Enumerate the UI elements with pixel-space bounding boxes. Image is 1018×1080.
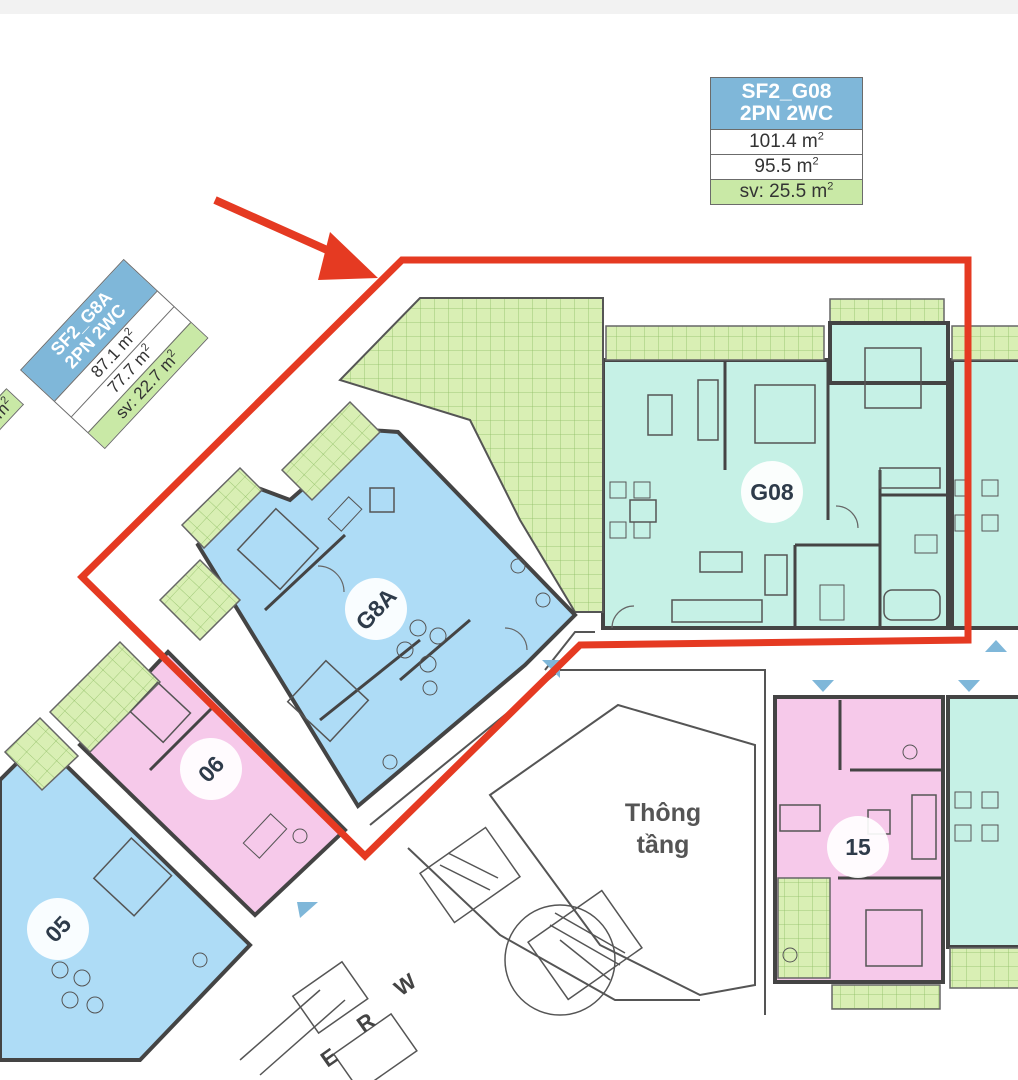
- void-area: [488, 703, 756, 997]
- card-header-g08: SF2_G08 2PN 2WC: [711, 78, 862, 130]
- unit-05[interactable]: [0, 716, 253, 1062]
- balcony-g8a: [280, 400, 382, 502]
- highlight-outline: [77, 256, 972, 861]
- terrace-g8a: [338, 297, 604, 613]
- unit-label-g08[interactable]: G08: [741, 461, 803, 523]
- unit-type-g08: 2PN 2WC: [739, 102, 834, 126]
- pointer-arrow-head: [318, 232, 378, 280]
- unit-right-lower: [946, 695, 1018, 989]
- balcony-g08-a: [605, 325, 825, 361]
- unit-right-partial: [950, 325, 1018, 630]
- pointer-arrow: [213, 196, 347, 262]
- unit-g08[interactable]: [601, 298, 950, 630]
- info-card-g08: SF2_G08 2PN 2WC 101.4 m2 95.5 m2 sv: 25.…: [710, 77, 863, 206]
- void-label-line2: tầng: [636, 831, 690, 859]
- area-balcony-g08: sv: 25.5 m2: [711, 179, 862, 205]
- balcony-g08-b: [829, 298, 945, 324]
- stair-core: [239, 826, 643, 1080]
- void-label-line1: Thông: [624, 799, 702, 827]
- unit-code-g08: SF2_G08: [741, 80, 832, 103]
- area-gross-g08: 101.4 m2: [711, 129, 862, 154]
- top-shadow: [0, 0, 1018, 14]
- void-label: Thông tầng: [600, 797, 726, 861]
- corridor-walls: [369, 631, 766, 1015]
- area-net-g08: 95.5 m2: [711, 154, 862, 179]
- unit-label-15[interactable]: 15: [827, 816, 889, 878]
